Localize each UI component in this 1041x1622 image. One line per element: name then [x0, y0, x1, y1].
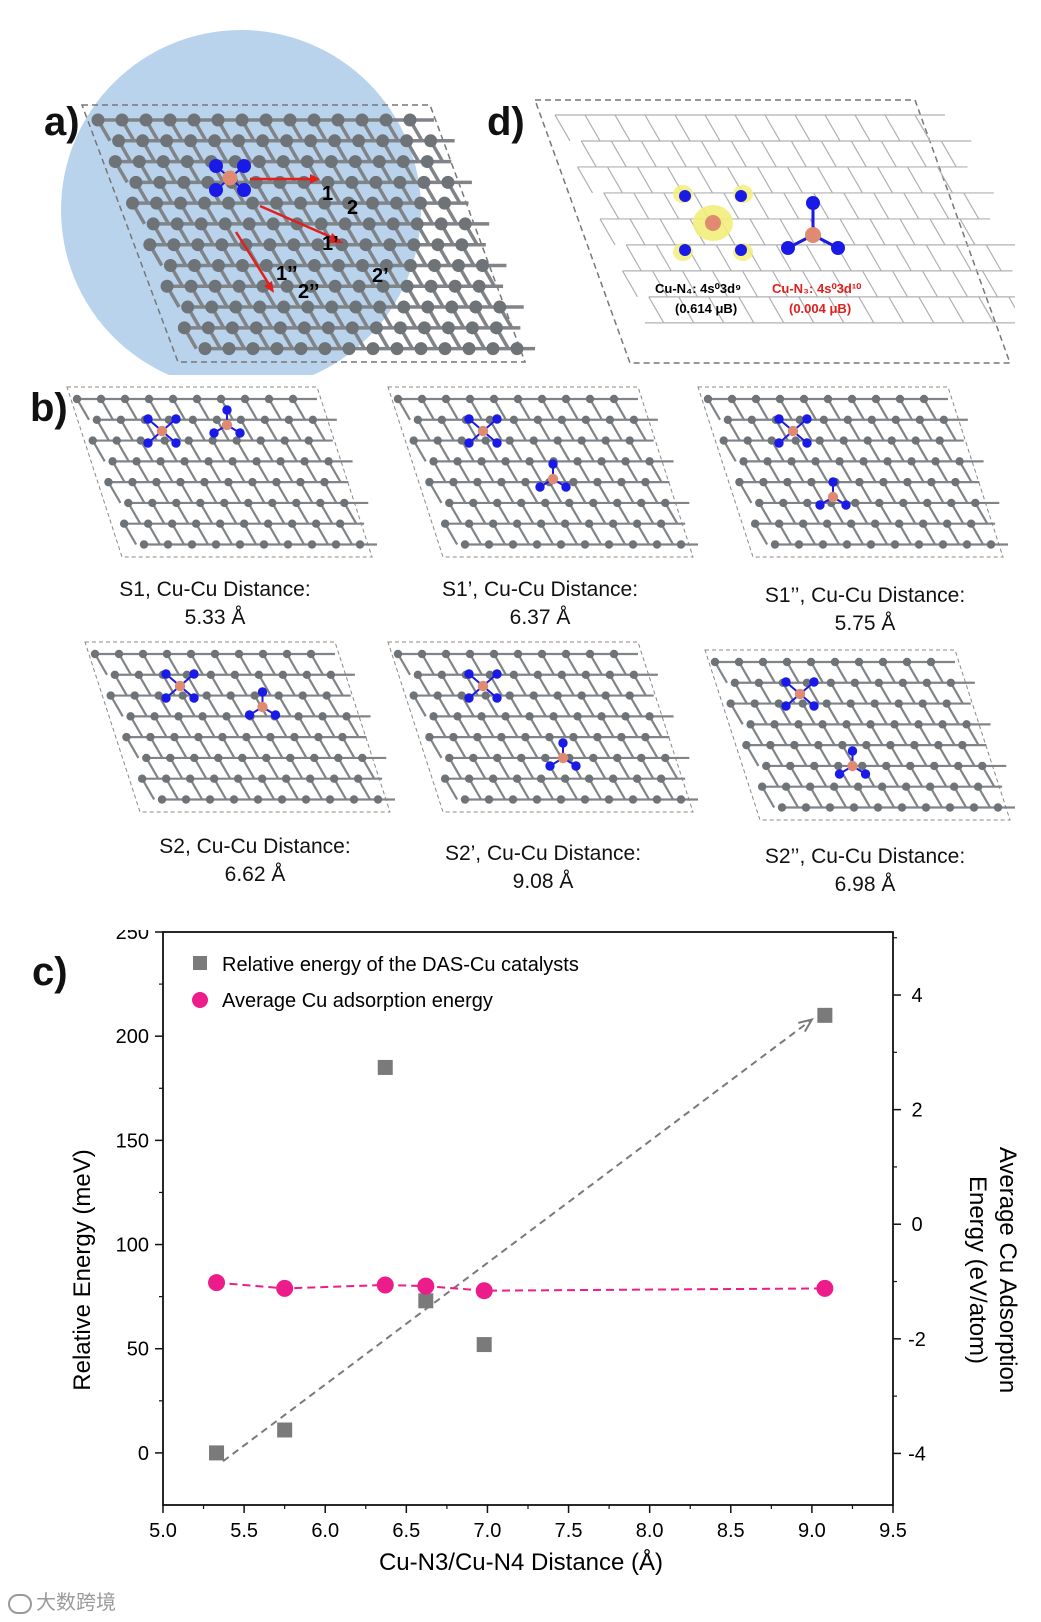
caption-s1-distance: 5.33 Å: [184, 606, 246, 629]
caption-s2p: S2’, Cu-Cu Distance: 9.08 Å: [408, 840, 678, 896]
structure-s2p: [387, 641, 698, 813]
caption-s2pp: S2’’, Cu-Cu Distance: 6.98 Å: [725, 843, 1005, 899]
caption-s2p-distance: 9.08 Å: [512, 870, 574, 893]
y2-tick-label: -2: [908, 1329, 926, 1351]
legend-adsorption-label: Average Cu adsorption energy: [222, 990, 493, 1012]
caption-s1pp-name: S1’’, Cu-Cu Distance:: [764, 584, 966, 607]
energy-point: [817, 1007, 833, 1023]
energy-trend-arrow: [222, 1018, 813, 1463]
panel-a-label: a): [44, 100, 80, 144]
caption-s1pp: S1’’, Cu-Cu Distance: 5.75 Å: [725, 582, 1005, 638]
site-label-2: 2: [347, 197, 358, 219]
x-tick-label: 5.5: [230, 1520, 258, 1542]
y-axis-label: Relative Energy (meV): [69, 1149, 96, 1390]
caption-s1p-distance: 6.37 Å: [509, 606, 571, 629]
caption-s2p-name: S2’, Cu-Cu Distance:: [444, 842, 642, 865]
x-tick-label: 7.5: [555, 1520, 583, 1542]
caption-s2: S2, Cu-Cu Distance: 6.62 Å: [120, 833, 390, 889]
y2-tick-label: 2: [911, 1100, 922, 1122]
panel-a-structure: 1 2 1’ 1’’ 2’’ 2’: [61, 30, 535, 375]
x-tick-label: 8.5: [717, 1520, 745, 1542]
y-tick-label: 100: [116, 1235, 149, 1257]
x-tick-label: 6.0: [311, 1520, 339, 1542]
x-tick-label: 6.5: [392, 1520, 420, 1542]
caption-s2pp-name: S2’’, Cu-Cu Distance:: [764, 845, 966, 868]
y2-tick-label: 4: [911, 985, 922, 1007]
watermark-text: 大数跨境: [36, 1592, 116, 1614]
caption-s2pp-distance: 6.98 Å: [834, 873, 896, 896]
legend-energy-label: Relative energy of the DAS-Cu catalysts: [222, 954, 579, 976]
energy-point: [209, 1445, 225, 1461]
structure-s1: [66, 386, 377, 558]
caption-s1pp-distance: 5.75 Å: [834, 612, 896, 635]
supercell-outline: [80, 104, 527, 363]
cu-n3-site: [781, 196, 845, 255]
adsorption-point: [376, 1276, 394, 1294]
caption-s2-distance: 6.62 Å: [224, 863, 286, 886]
caption-s2-name: S2, Cu-Cu Distance:: [159, 835, 351, 858]
y2-tick-label: 0: [911, 1214, 922, 1236]
y-tick-label: 0: [138, 1443, 149, 1465]
energy-point: [418, 1293, 434, 1309]
site-label-1pp: 1’’: [276, 263, 298, 285]
x-tick-label: 5.0: [149, 1520, 177, 1542]
panel-d-label: d): [487, 100, 525, 144]
legend: Relative energy of the DAS-Cu catalysts …: [192, 954, 579, 1012]
site-arrows: [234, 174, 343, 293]
y2-axis-label-line1: Average Cu Adsorption: [994, 1147, 1021, 1393]
y2-axis-label: Average Cu Adsorption Energy (eV/atom): [964, 1147, 1021, 1393]
site-label-2pp: 2’’: [298, 281, 320, 303]
adsorption-point: [475, 1282, 493, 1300]
cu-n3-config-label: Cu-N₃: 4s⁰3d¹⁰: [772, 281, 862, 296]
site-label-2p: 2’: [372, 265, 389, 287]
structure-s1pp: [697, 386, 1008, 558]
watermark-logo-icon: [8, 1593, 32, 1614]
adsorption-point: [208, 1274, 226, 1292]
cu-n4-moment-label: (0.614 μB): [675, 301, 737, 316]
y2-tick-label: -4: [908, 1443, 926, 1465]
energy-chart: 5.0 5.5 6.0 6.5 7.0 7.5 8.0 8.5 9.0 9.5 0 50 100 150 2…: [69, 930, 1021, 1576]
structure-s2: [84, 641, 395, 813]
adsorption-point: [417, 1277, 435, 1295]
y-tick-label: 150: [116, 1130, 149, 1152]
panel-c-label: c): [32, 950, 68, 994]
adsorption-point: [276, 1279, 294, 1297]
cu-n4-site: [673, 185, 753, 261]
energy-trend-arrowhead: [798, 1017, 814, 1033]
site-label-1: 1: [322, 183, 333, 205]
structure-s1p: [387, 386, 698, 558]
legend-square-marker: [193, 956, 207, 970]
energy-point: [277, 1422, 293, 1438]
site-label-1p: 1’: [322, 233, 339, 255]
energy-point: [476, 1337, 492, 1353]
energy-point: [377, 1059, 393, 1075]
y-tick-label: 200: [116, 1026, 149, 1048]
cu-n3-moment-label: (0.004 μB): [789, 301, 851, 316]
caption-s1-name: S1, Cu-Cu Distance:: [119, 578, 311, 601]
caption-s1: S1, Cu-Cu Distance: 5.33 Å: [90, 576, 340, 632]
x-tick-label: 9.0: [798, 1520, 826, 1542]
plot-frame: [162, 931, 894, 1506]
y2-axis-label-line2: Energy (eV/atom): [964, 1176, 991, 1364]
x-axis-label: Cu-N3/Cu-N4 Distance (Å): [379, 1548, 663, 1576]
x-tick-label: 7.0: [474, 1520, 502, 1542]
watermark: 大数跨境: [8, 1586, 116, 1615]
caption-s1p-name: S1’, Cu-Cu Distance:: [441, 578, 639, 601]
adsorption-point: [816, 1279, 834, 1297]
x-tick-label: 8.0: [636, 1520, 664, 1542]
legend-circle-marker: [192, 992, 208, 1008]
y-tick-label: 50: [127, 1339, 149, 1361]
y-tick-label: 250: [116, 930, 149, 944]
caption-s1p: S1’, Cu-Cu Distance: 6.37 Å: [405, 576, 675, 632]
x-tick-label: 9.5: [879, 1520, 907, 1542]
structure-s2pp: [704, 649, 1015, 821]
cu-n4-config-label: Cu-N₄: 4s⁰3d⁹: [655, 281, 741, 296]
adsorption-connector: [216, 1281, 825, 1292]
panel-b-label: b): [30, 386, 68, 430]
supercell-outline: [535, 99, 1012, 364]
panel-d-spin-density: Cu-N₄: 4s⁰3d⁹ (0.614 μB) Cu-N₃: 4s⁰3d¹⁰ …: [535, 99, 1015, 364]
